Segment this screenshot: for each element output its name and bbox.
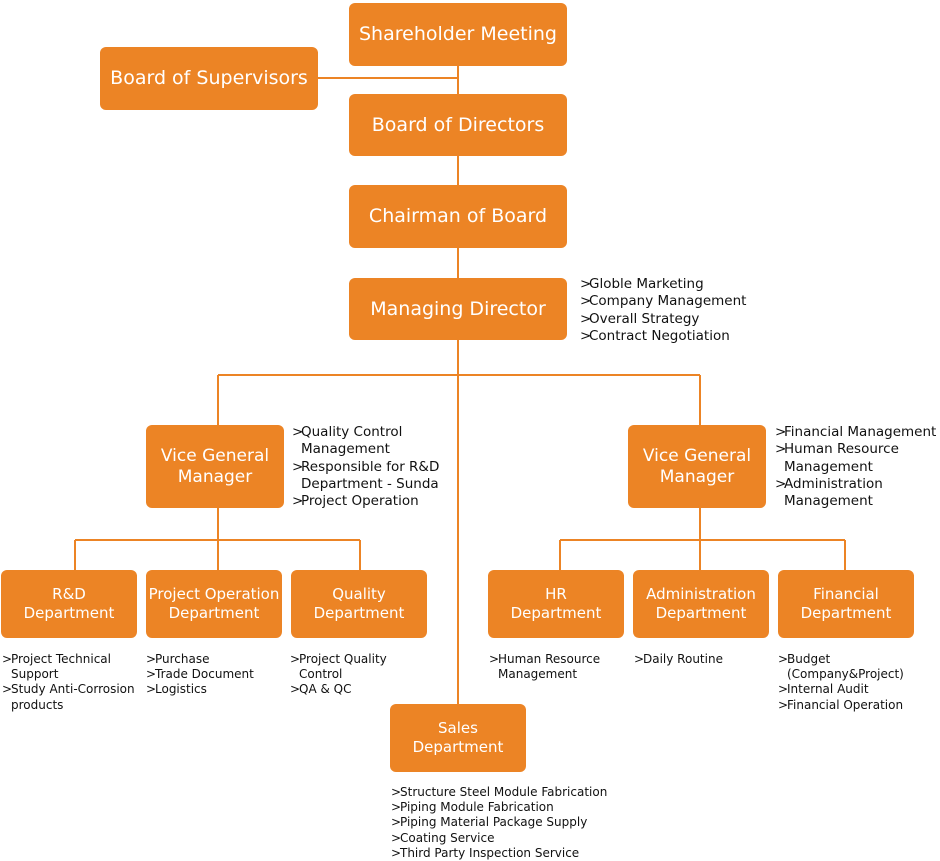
board-of-supervisors-label: Board of Supervisors	[110, 67, 308, 89]
duty-item: Budget (Company&Project)	[778, 652, 904, 682]
administration-department-duties: Daily Routine	[634, 652, 723, 667]
quality-department-box: Quality Department	[291, 570, 427, 638]
chairman-box: Chairman of Board	[349, 185, 567, 248]
sales-department-label: Sales Department	[412, 719, 504, 756]
vice-general-manager-right-duties: Financial Management Human Resource Mana…	[775, 424, 936, 510]
duty-item: Daily Routine	[634, 652, 723, 667]
duty-item: Responsible for R&D Department - Sunda	[292, 459, 439, 494]
duty-item: Company Management	[580, 293, 746, 311]
duty-item: Piping Module Fabrication	[391, 800, 607, 815]
duty-item: Piping Material Package Supply	[391, 815, 607, 830]
shareholder-meeting-box: Shareholder Meeting	[349, 3, 567, 66]
duty-item: Project Quality Control	[290, 652, 387, 682]
duty-item: Globle Marketing	[580, 276, 746, 294]
duty-item: Coating Service	[391, 831, 607, 846]
duty-item: Structure Steel Module Fabrication	[391, 785, 607, 800]
duty-item: Project Operation	[292, 493, 439, 511]
duty-item: Financial Management	[775, 424, 936, 442]
rd-department-duties: Project Technical Support Study Anti-Cor…	[2, 652, 135, 713]
sales-department-duties: Structure Steel Module Fabrication Pipin…	[391, 785, 607, 861]
duty-item: Administration Management	[775, 476, 936, 511]
duty-item: QA & QC	[290, 682, 387, 697]
board-of-directors-label: Board of Directors	[371, 113, 545, 136]
quality-department-label: Quality Department	[313, 585, 405, 622]
duty-item: Project Technical Support	[2, 652, 135, 682]
quality-department-duties: Project Quality Control QA & QC	[290, 652, 387, 698]
sales-department-box: Sales Department	[390, 704, 526, 772]
project-operation-department-label: Project Operation Department	[148, 585, 280, 622]
duty-item: Purchase	[146, 652, 254, 667]
vice-general-manager-left-box: Vice General Manager	[146, 425, 284, 508]
duty-item: Logistics	[146, 682, 254, 697]
managing-director-label: Managing Director	[370, 297, 546, 320]
financial-department-box: Financial Department	[778, 570, 914, 638]
chairman-label: Chairman of Board	[368, 205, 548, 227]
rd-department-box: R&D Department	[1, 570, 137, 638]
duty-item: Internal Audit	[778, 682, 904, 697]
project-operation-department-box: Project Operation Department	[146, 570, 282, 638]
project-operation-department-duties: Purchase Trade Document Logistics	[146, 652, 254, 698]
duty-item: Study Anti-Corrosion products	[2, 682, 135, 712]
administration-department-box: Administration Department	[633, 570, 769, 638]
duty-item: Human Resource Management	[489, 652, 600, 682]
vice-general-manager-right-box: Vice General Manager	[628, 425, 766, 508]
financial-department-label: Financial Department	[800, 585, 892, 622]
vice-general-manager-left-label: Vice General Manager	[160, 445, 270, 487]
vice-general-manager-right-label: Vice General Manager	[642, 445, 752, 487]
shareholder-meeting-label: Shareholder Meeting	[359, 23, 557, 45]
financial-department-duties: Budget (Company&Project) Internal Audit …	[778, 652, 904, 713]
administration-department-label: Administration Department	[646, 585, 756, 622]
managing-director-duties: Globle Marketing Company Management Over…	[580, 276, 746, 345]
managing-director-box: Managing Director	[349, 278, 567, 340]
duty-item: Human Resource Management	[775, 441, 936, 476]
duty-item: Financial Operation	[778, 698, 904, 713]
duty-item: Contract Negotiation	[580, 328, 746, 346]
duty-item: Third Party Inspection Service	[391, 846, 607, 861]
hr-department-label: HR Department	[510, 585, 602, 622]
board-of-supervisors-box: Board of Supervisors	[100, 47, 318, 110]
duty-item: Quality Control Management	[292, 424, 439, 459]
hr-department-duties: Human Resource Management	[489, 652, 600, 682]
hr-department-box: HR Department	[488, 570, 624, 638]
rd-department-label: R&D Department	[23, 585, 115, 622]
duty-item: Overall Strategy	[580, 311, 746, 329]
board-of-directors-box: Board of Directors	[349, 94, 567, 156]
duty-item: Trade Document	[146, 667, 254, 682]
vice-general-manager-left-duties: Quality Control Management Responsible f…	[292, 424, 439, 511]
